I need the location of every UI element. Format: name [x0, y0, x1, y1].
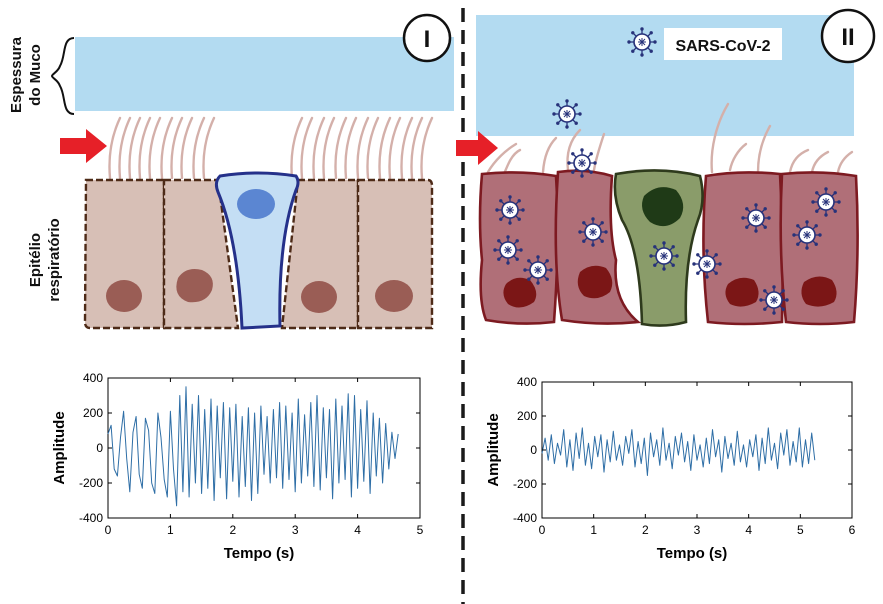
x-axis-title: Tempo (s) [657, 545, 728, 562]
signal-line [541, 427, 816, 476]
epithelium-label-line2: respiratório [46, 218, 63, 301]
y-axis-title: Amplitude [51, 411, 68, 484]
virus-label-box [664, 28, 782, 60]
virus-icon [740, 202, 772, 234]
x-tick-label: 3 [292, 523, 299, 537]
y-tick-label: -200 [513, 477, 537, 491]
brace-icon [50, 37, 75, 115]
virus-icon [494, 194, 526, 226]
virus-icon [691, 248, 723, 280]
virus-icon [648, 240, 680, 272]
y-tick-label: 200 [517, 409, 537, 423]
y-tick-label: 200 [83, 406, 103, 420]
x-tick-label: 6 [849, 523, 856, 537]
panel-label-circle-left [402, 13, 452, 63]
y-tick-label: 400 [517, 375, 537, 389]
virus-icon [810, 186, 842, 218]
virus-icon [566, 147, 598, 179]
virus-icon [551, 98, 583, 130]
y-tick-label: 0 [96, 441, 103, 455]
panel-right: II SARS-CoV-2 [456, 8, 876, 327]
plot-frame [107, 377, 421, 519]
mucus-label-line2: do Muco [27, 44, 44, 106]
mucus-layer-healthy [75, 37, 454, 111]
panel-label-circle-right [820, 8, 876, 64]
virus-icon [492, 234, 524, 266]
signal-line [107, 386, 399, 507]
healthy-cell [83, 178, 166, 330]
cilia-healthy [108, 116, 434, 180]
x-tick-label: 2 [229, 523, 236, 537]
panel-label-left: I [424, 26, 431, 53]
infected-cells [478, 169, 859, 326]
epithelium-label-line1: Epitélio [27, 233, 44, 287]
cilia-infected [486, 102, 854, 176]
virus-icon [758, 284, 790, 316]
virus-icon [577, 216, 609, 248]
panel-left: Espessura do Muco Epitélio respiratório … [8, 13, 454, 330]
infected-cell [554, 169, 642, 325]
plot-frame [541, 381, 853, 519]
virus-icon [626, 26, 658, 58]
y-tick-label: 400 [83, 371, 103, 385]
red-arrow-icon [60, 129, 107, 163]
x-tick-label: 5 [797, 523, 804, 537]
infected-cell [779, 171, 859, 326]
y-tick-label: -200 [79, 476, 103, 490]
infected-nuclei [503, 265, 837, 308]
y-tick-label: 0 [530, 443, 537, 457]
x-tick-label: 4 [745, 523, 752, 537]
healthy-cell [280, 178, 360, 330]
mucus-label-line1: Espessura [8, 36, 25, 113]
y-tick-label: -400 [513, 511, 537, 525]
virus-label: SARS-CoV-2 [675, 38, 770, 55]
x-tick-label: 0 [539, 523, 546, 537]
x-tick-label: 1 [167, 523, 174, 537]
x-tick-label: 3 [694, 523, 701, 537]
goblet-cell [214, 171, 300, 330]
y-axis-title: Amplitude [485, 413, 502, 486]
y-tick-label: -400 [79, 511, 103, 525]
x-tick-label: 5 [417, 523, 424, 537]
panel-label-right: II [841, 24, 854, 51]
x-tick-label: 1 [590, 523, 597, 537]
infected-goblet-nucleus [642, 187, 684, 227]
x-tick-label: 4 [354, 523, 361, 537]
healthy-nuclei [106, 269, 413, 313]
virus-icon [791, 219, 823, 251]
virus-icon [522, 254, 554, 286]
red-arrow-icon [456, 131, 498, 165]
x-axis-title: Tempo (s) [224, 545, 295, 562]
goblet-nucleus [237, 189, 275, 219]
x-tick-label: 0 [105, 523, 112, 537]
x-tick-label: 2 [642, 523, 649, 537]
